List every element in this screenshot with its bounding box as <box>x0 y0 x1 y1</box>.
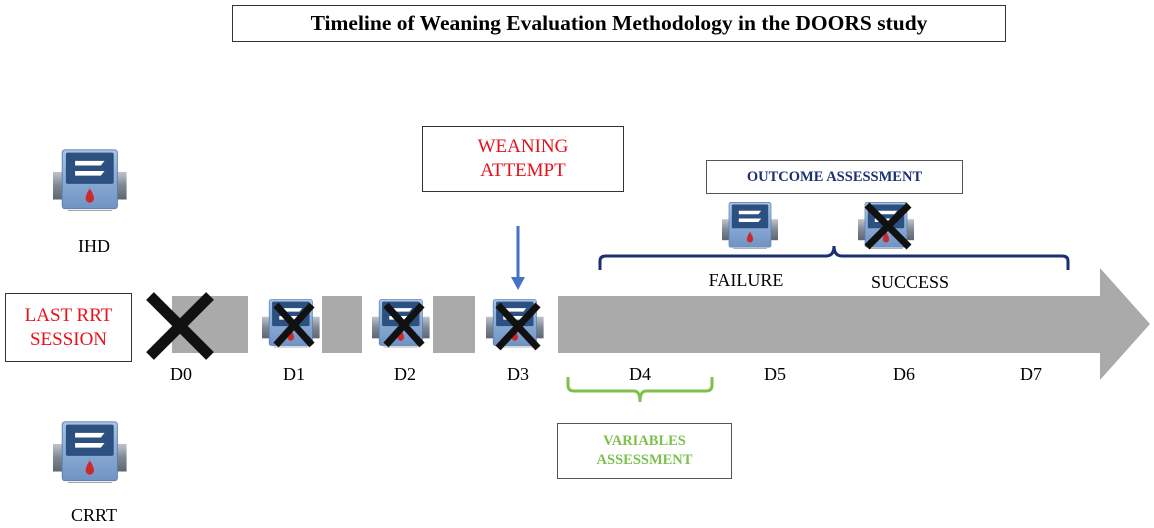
ihd-label: IHD <box>78 236 110 256</box>
weaning-line2: ATTEMPT <box>480 160 566 181</box>
cross-mark-icon <box>146 292 214 360</box>
variables-line1: VARIABLES <box>603 433 686 449</box>
outcome-assessment-box: OUTCOME ASSESSMENT <box>706 160 963 194</box>
day-label-d7: D7 <box>1020 364 1042 384</box>
cross-mark-icon <box>495 302 541 351</box>
variables-brace <box>566 377 714 403</box>
crrt-label: CRRT <box>71 505 117 525</box>
weaning-line1: WEANING <box>477 136 569 157</box>
outcome-brace <box>598 245 1070 270</box>
dialysis-machine-icon <box>52 149 128 212</box>
last-rrt-session-box: LAST RRT SESSION <box>5 293 132 362</box>
timeline-segment-d1 <box>322 296 362 353</box>
down-arrow-icon <box>511 226 525 290</box>
last-rrt-line1: LAST RRT <box>24 304 113 326</box>
variables-line2: ASSESSMENT <box>596 452 693 468</box>
day-label-d2: D2 <box>394 364 416 384</box>
day-label-d1: D1 <box>283 364 305 384</box>
day-label-d6: D6 <box>893 364 915 384</box>
weaning-attempt-box: WEANING ATTEMPT <box>422 126 624 192</box>
dialysis-machine-icon <box>721 202 779 249</box>
timeline-segment-d2 <box>433 296 475 353</box>
day-label-d3: D3 <box>507 364 529 384</box>
variables-assessment-box: VARIABLES ASSESSMENT <box>557 423 732 479</box>
cross-mark-icon <box>864 202 912 250</box>
day-label-d4: D4 <box>629 364 651 384</box>
day-label-d5: D5 <box>764 364 786 384</box>
cross-mark-icon <box>383 302 425 348</box>
dialysis-machine-icon <box>52 421 128 484</box>
diagram-title: Timeline of Weaning Evaluation Methodolo… <box>232 5 1006 42</box>
last-rrt-line2: SESSION <box>29 328 108 350</box>
success-label: SUCCESS <box>870 272 950 292</box>
timeline-arrow <box>558 268 1150 380</box>
day-label-d0: D0 <box>170 364 192 384</box>
failure-label: FAILURE <box>708 270 784 290</box>
cross-mark-icon <box>273 302 315 348</box>
